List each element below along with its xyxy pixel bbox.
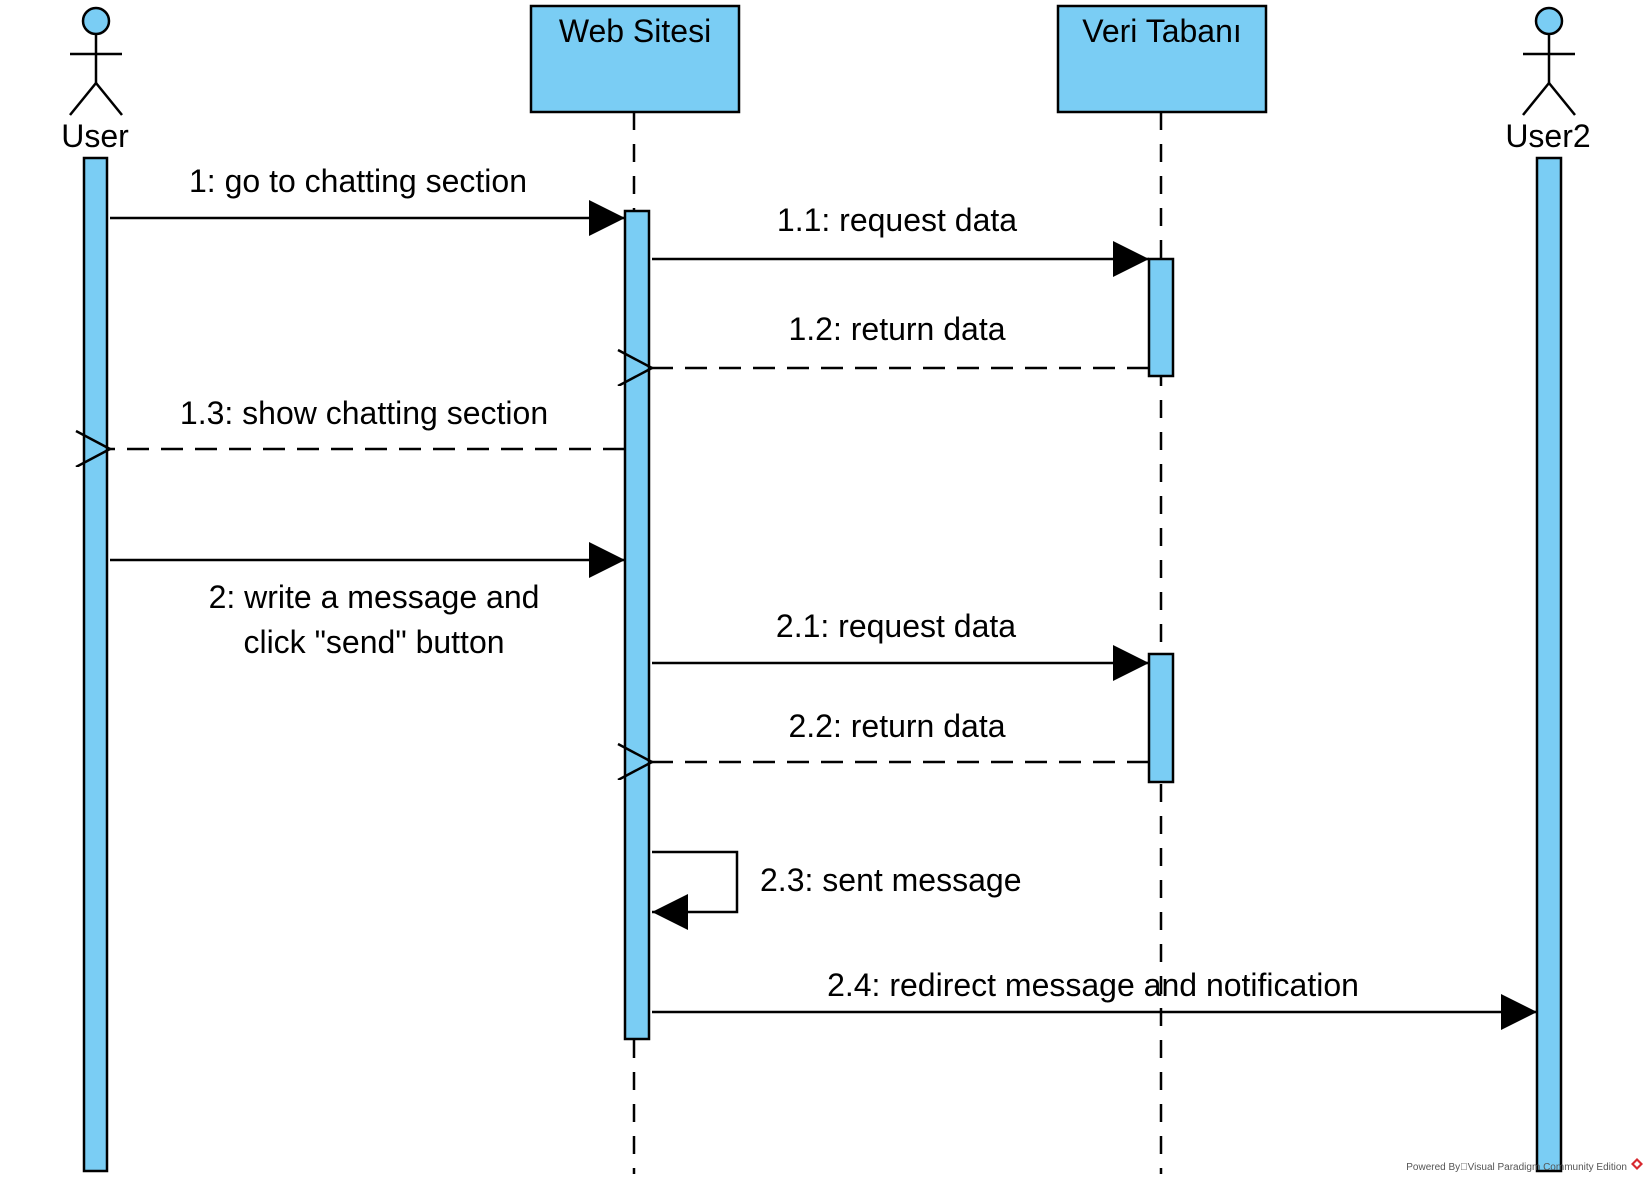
message-2: 2: write a message and click "send" butt… <box>110 542 625 660</box>
activation-bar-db-1 <box>1147 257 1175 378</box>
actor-user2-icon <box>1522 6 1576 116</box>
object-web-sitesi: Web Sitesi <box>529 4 741 114</box>
message-2-2-label: 2.2: return data <box>788 708 1005 744</box>
message-1-2-label: 1.2: return data <box>788 311 1005 347</box>
credit-text: Powered By Visual Paradigm Community Edi… <box>1406 1162 1627 1173</box>
message-1-label: 1: go to chatting section <box>189 163 527 199</box>
message-2-4-label: 2.4: redirect message and notification <box>827 967 1359 1003</box>
message-2-1-label: 2.1: request data <box>776 608 1016 644</box>
message-1-3-label: 1.3: show chatting section <box>180 395 548 431</box>
activation-bar-web <box>623 209 651 1041</box>
object-veri-tabani-label: Veri Tabanı <box>1082 13 1242 49</box>
message-1-3: 1.3: show chatting section <box>110 395 625 449</box>
object-veri-tabani-box <box>1056 4 1268 114</box>
message-2-3: 2.3: sent message <box>652 850 1021 930</box>
credit-watermark: Powered By Visual Paradigm Community Edi… <box>1406 1158 1643 1173</box>
message-2-4: 2.4: redirect message and notification <box>652 967 1537 1030</box>
message-1: 1: go to chatting section <box>110 163 625 236</box>
message-2-3-arrow <box>652 850 739 930</box>
object-veri-tabani: Veri Tabanı <box>1056 4 1268 114</box>
message-2-label-line1: 2: write a message and <box>209 579 540 615</box>
message-2-2: 2.2: return data <box>652 708 1149 762</box>
actor-user-label: User <box>61 118 129 154</box>
actor-user2-label: User2 <box>1505 118 1590 154</box>
message-1-1-label: 1.1: request data <box>777 202 1017 238</box>
actor-user2: User2 <box>1505 6 1591 154</box>
message-2-1: 2.1: request data <box>652 608 1149 681</box>
activation-bar-user <box>82 156 109 1173</box>
activation-bar-db-2 <box>1147 652 1175 784</box>
object-web-sitesi-box <box>529 4 741 114</box>
message-1-1: 1.1: request data <box>652 202 1149 277</box>
actor-user-icon <box>69 6 123 116</box>
actor-user: User <box>61 6 129 154</box>
visual-paradigm-logo-icon <box>1631 1158 1643 1170</box>
message-2-3-label: 2.3: sent message <box>760 862 1021 898</box>
object-web-sitesi-label: Web Sitesi <box>559 13 711 49</box>
activation-bar-user2 <box>1535 156 1563 1173</box>
message-2-label-line2: click "send" button <box>243 624 504 660</box>
message-1-2: 1.2: return data <box>652 311 1149 368</box>
